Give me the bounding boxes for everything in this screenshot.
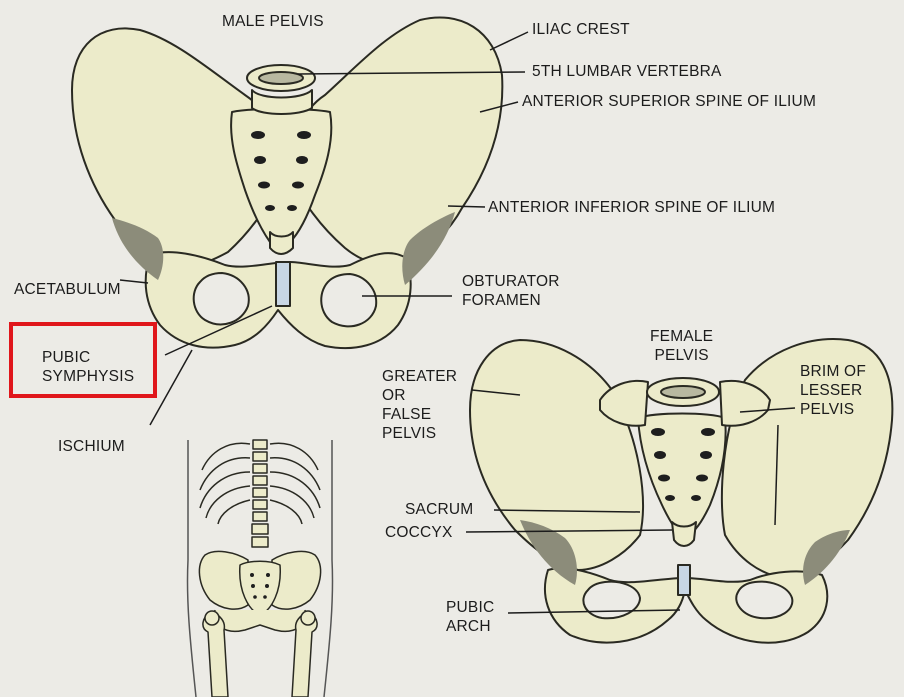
pubic-arch-line2: ARCH <box>446 617 494 636</box>
pubic-arch-label: PUBIC ARCH <box>446 598 494 636</box>
torso-right-femur-head <box>301 611 315 625</box>
obturator-foramen-line1: OBTURATOR <box>462 272 560 291</box>
coccyx-label: COCCYX <box>385 523 453 542</box>
female-pelvis-line1: FEMALE <box>650 327 713 346</box>
male-symphysis-cartilage <box>276 262 290 306</box>
torso-pubic-ring <box>215 610 306 631</box>
fifth-lumbar-vertebra-label: 5TH LUMBAR VERTEBRA <box>532 62 722 81</box>
male-pelvis-drawing <box>72 17 502 348</box>
greater-false-pelvis-line3: FALSE <box>382 405 457 424</box>
greater-false-pelvis-line2: OR <box>382 386 457 405</box>
pubic-symphysis-highlight-box <box>9 322 157 398</box>
brim-lesser-pelvis-line3: PELVIS <box>800 400 866 419</box>
female-right-foramen <box>736 582 792 619</box>
anterior-inferior-spine-label: ANTERIOR INFERIOR SPINE OF ILIUM <box>488 198 775 217</box>
iliac-crest-label: ILIAC CREST <box>532 20 630 39</box>
brim-lesser-pelvis-line2: LESSER <box>800 381 866 400</box>
male-l5-disc <box>259 72 303 84</box>
male-right-foramen <box>321 274 376 326</box>
brim-lesser-pelvis-line1: BRIM OF <box>800 362 866 381</box>
anterior-superior-spine-label: ANTERIOR SUPERIOR SPINE OF ILIUM <box>522 92 816 111</box>
ischium-label: ISCHIUM <box>58 437 125 456</box>
male-pelvis-title: MALE PELVIS <box>222 12 324 31</box>
female-l5-disc <box>661 386 705 398</box>
female-symphysis-cartilage <box>678 565 690 595</box>
female-pelvis-line2: PELVIS <box>650 346 713 365</box>
torso-skeleton-drawing <box>187 440 332 697</box>
pubic-arch-line1: PUBIC <box>446 598 494 617</box>
female-coccyx <box>672 522 696 546</box>
obturator-foramen-line2: FORAMEN <box>462 291 560 310</box>
male-left-foramen <box>194 273 249 324</box>
female-pelvis-title: FEMALE PELVIS <box>650 327 713 365</box>
acetabulum-label: ACETABULUM <box>14 280 121 299</box>
greater-false-pelvis-line1: GREATER <box>382 367 457 386</box>
torso-left-femur-head <box>205 611 219 625</box>
male-l5-neck <box>252 90 312 114</box>
sacrum-label: SACRUM <box>405 500 473 519</box>
greater-false-pelvis-label: GREATER OR FALSE PELVIS <box>382 367 457 443</box>
obturator-foramen-label: OBTURATOR FORAMEN <box>462 272 560 310</box>
spine <box>252 440 268 547</box>
greater-false-pelvis-line4: PELVIS <box>382 424 457 443</box>
brim-lesser-pelvis-label: BRIM OF LESSER PELVIS <box>800 362 866 419</box>
